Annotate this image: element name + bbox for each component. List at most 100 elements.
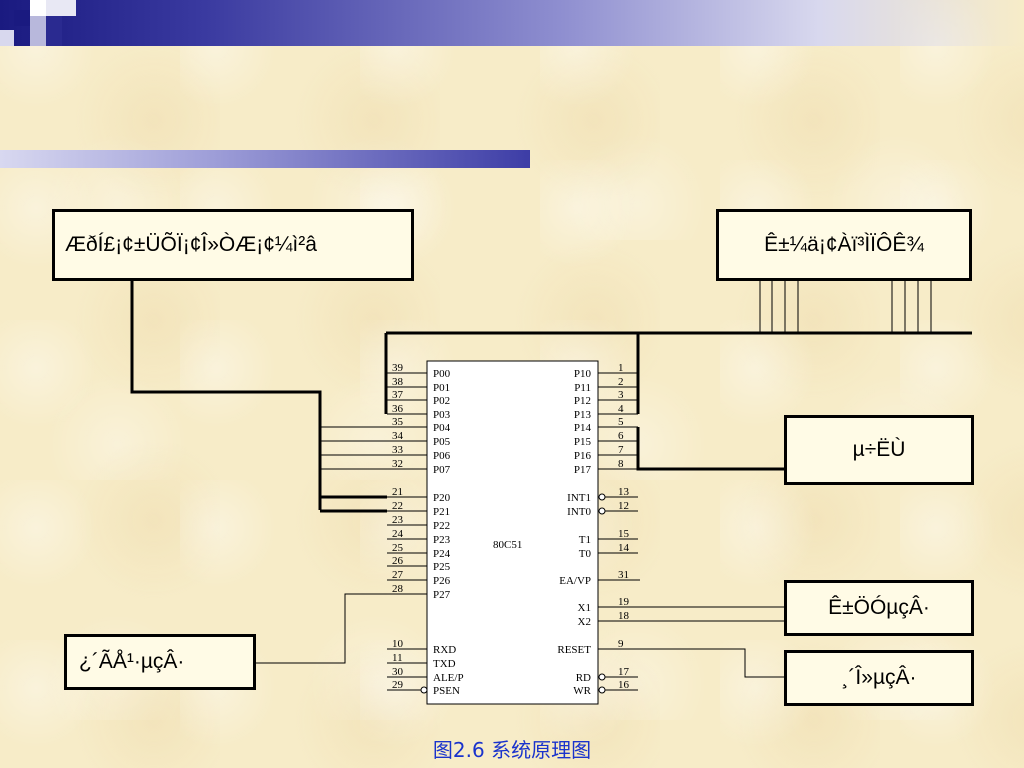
pin-number: 5 [618, 416, 624, 428]
watchdog-wire [256, 593, 387, 664]
pin-number: 38 [392, 376, 404, 388]
pin-label: RD [576, 672, 591, 684]
pin-number: 14 [618, 542, 630, 554]
chip-body [426, 360, 599, 705]
inverter-bubble [420, 686, 428, 694]
pin-number: 3 [618, 389, 624, 401]
box-label: ¿´ÃÅ¹·µçÂ· [79, 650, 185, 673]
pin-label: T1 [579, 534, 591, 546]
pin-label: P07 [433, 464, 451, 476]
box-label: Ê±¼ä¡¢Àï³ÌÏÔÊ¾ [764, 233, 924, 256]
pin-label: P11 [574, 382, 591, 394]
pin-number: 21 [392, 486, 403, 498]
pin-number: 7 [618, 444, 624, 456]
pin-number: 11 [392, 652, 403, 664]
pin-label: RESET [557, 644, 591, 656]
clock-circuit-box: Ê±ÖÓµçÂ· [784, 580, 974, 636]
pin-number: 23 [392, 514, 404, 526]
deco-square [14, 10, 30, 26]
pin-label: P15 [574, 436, 592, 448]
watchdog-circuit-box: ¿´ÃÅ¹·µçÂ· [64, 634, 256, 690]
pin-label: P24 [433, 548, 451, 560]
pin-number: 2 [618, 376, 624, 388]
pin-label: P16 [574, 450, 592, 462]
pin-number: 31 [618, 569, 629, 581]
pin-label: P10 [574, 368, 592, 380]
pin-label: P17 [574, 464, 592, 476]
pin-label: P26 [433, 575, 451, 587]
pin-number: 30 [392, 666, 404, 678]
pin-label: P23 [433, 534, 451, 546]
pin-number: 26 [392, 555, 404, 567]
pin-label: P27 [433, 589, 451, 601]
pin-number: 6 [618, 430, 624, 442]
pin-number: 12 [618, 500, 629, 512]
bus-wire [130, 281, 322, 510]
inverter-bubble [598, 507, 606, 515]
pin-number: 22 [392, 500, 403, 512]
deco-square [30, 0, 46, 16]
pin-number: 29 [392, 679, 404, 691]
reset-wire [638, 648, 786, 678]
pin-number: 32 [392, 458, 403, 470]
box-label: ÆðÍ£¡¢±ÜÕÏ¡¢Î»ÒÆ¡¢¼ì²â [65, 233, 317, 256]
pin-number: 24 [392, 528, 404, 540]
pin-label: P25 [433, 561, 451, 573]
inverter-bubble [598, 493, 606, 501]
pin-label: INT0 [567, 506, 591, 518]
pin-number: 36 [392, 403, 404, 415]
display-box: Ê±¼ä¡¢Àï³ÌÏÔÊ¾ [716, 209, 972, 281]
pin-label: INT1 [567, 492, 591, 504]
inverter-bubble [598, 686, 606, 694]
pin-number: 27 [392, 569, 404, 581]
pin-label: P21 [433, 506, 450, 518]
pin-number: 13 [618, 486, 630, 498]
pin-label: P20 [433, 492, 451, 504]
section-decoration-bar [0, 150, 530, 168]
pin-label: T0 [579, 548, 592, 560]
pin-number: 19 [618, 596, 630, 608]
pin-label: EA/VP [559, 575, 591, 587]
pin-label: P14 [574, 422, 592, 434]
pin-number: 8 [618, 458, 624, 470]
bus-wire [636, 427, 786, 471]
pin-number: 10 [392, 638, 404, 650]
sensor-detection-box: ÆðÍ£¡¢±ÜÕÏ¡¢Î»ÒÆ¡¢¼ì²â [52, 209, 414, 281]
box-label: Ê±ÖÓµçÂ· [828, 596, 930, 619]
pin-label: P01 [433, 382, 450, 394]
pin-number: 33 [392, 444, 404, 456]
pin-number: 34 [392, 430, 404, 442]
deco-square [0, 30, 14, 46]
pin-label: X1 [578, 602, 591, 614]
pin-label: PSEN [433, 685, 460, 697]
deco-square [46, 0, 76, 16]
speed-control-box: µ÷ËÙ [784, 415, 974, 485]
pin-label: P06 [433, 450, 451, 462]
pin-number: 37 [392, 389, 404, 401]
pin-number: 9 [618, 638, 624, 650]
inverter-bubble [598, 673, 606, 681]
pin-number: 18 [618, 610, 630, 622]
box-label: ¸´Î»µçÂ· [841, 666, 917, 689]
pin-label: P00 [433, 368, 451, 380]
deco-square [30, 16, 46, 46]
pin-number: 17 [618, 666, 630, 678]
pin-label: P03 [433, 409, 451, 421]
pin-label: X2 [578, 616, 591, 628]
pin-label: ALE/P [433, 672, 464, 684]
deco-square [46, 16, 62, 46]
pin-label: P12 [574, 395, 591, 407]
pin-label: TXD [433, 658, 456, 670]
pin-number: 15 [618, 528, 630, 540]
pin-number: 28 [392, 583, 404, 595]
pin-label: WR [573, 685, 591, 697]
pin-number: 39 [392, 362, 404, 374]
chip-name: 80C51 [493, 539, 522, 551]
pin-number: 35 [392, 416, 404, 428]
pin-label: P13 [574, 409, 592, 421]
box-label: µ÷ËÙ [852, 438, 906, 461]
pin-number: 25 [392, 542, 404, 554]
figure-caption: 图2.6 系统原理图 [432, 738, 592, 762]
reset-circuit-box: ¸´Î»µçÂ· [784, 650, 974, 706]
